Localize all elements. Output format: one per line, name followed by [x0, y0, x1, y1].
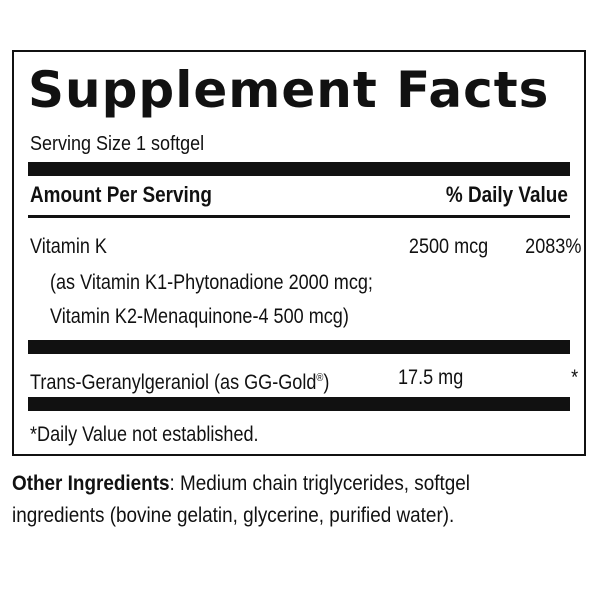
other-ingredients-label: Other Ingredients: [12, 472, 170, 495]
nutrient-name-vitamin-k: Vitamin K: [30, 235, 107, 258]
nutrient-detail-line2: Vitamin K2-Menaquinone-4 500 mcg): [50, 305, 349, 328]
other-ingredients: Other Ingredients: Medium chain triglyce…: [12, 468, 588, 532]
other-ingredients-text-line2: ingredients (bovine gelatin, glycerine, …: [12, 504, 455, 527]
divider-thick: [28, 162, 570, 176]
divider-thick: [28, 397, 570, 411]
nutrient-amount-vitamin-k: 2500 mcg: [408, 235, 488, 258]
nutrient-dv-vitamin-k: 2083%: [524, 235, 581, 258]
serving-size: Serving Size 1 softgel: [30, 133, 205, 155]
supplement-facts-panel: Supplement Facts Serving Size 1 softgel …: [12, 50, 586, 456]
nutrient-amount-geranylgeraniol: 17.5 mg: [398, 366, 464, 389]
nutrient-name-geranylgeraniol: Trans-Geranylgeraniol (as GG-Gold®): [30, 371, 330, 394]
divider-thick: [28, 340, 570, 354]
daily-value-header: % Daily Value: [446, 182, 568, 207]
amount-per-serving-header: Amount Per Serving: [30, 182, 212, 207]
registered-mark: ®: [316, 372, 324, 384]
other-ingredients-text: : Medium chain triglycerides, softgel: [169, 472, 470, 495]
footnote: *Daily Value not established.: [30, 423, 259, 446]
divider-thin: [28, 215, 570, 218]
nutrient-detail-line1: (as Vitamin K1-Phytonadione 2000 mcg;: [50, 271, 373, 294]
panel-title: Supplement Facts: [28, 61, 550, 119]
nutrient-dv-geranylgeraniol: *: [570, 366, 578, 389]
